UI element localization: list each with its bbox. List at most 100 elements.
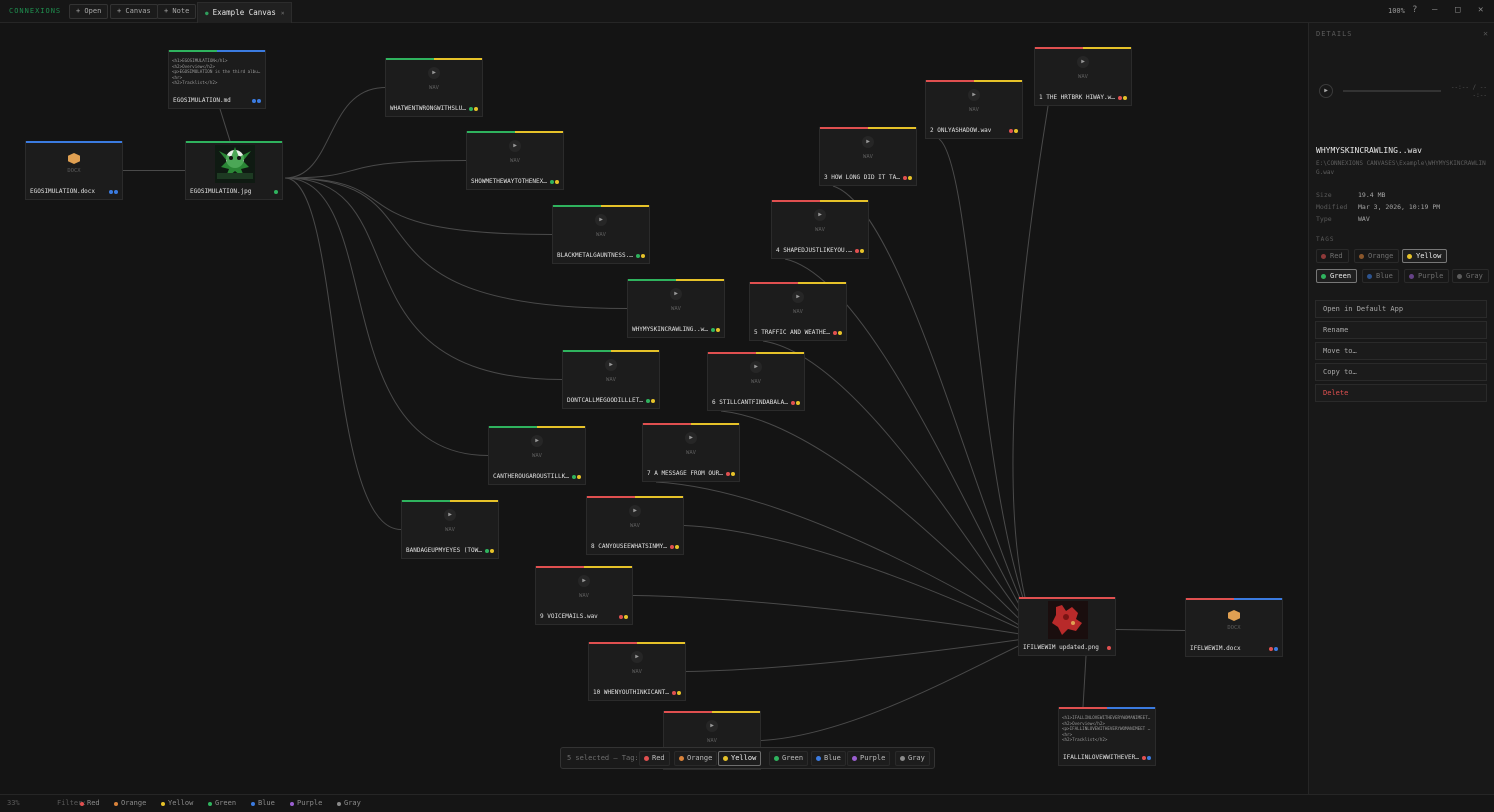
tag-dot-icon (619, 615, 623, 619)
size-label: Size (1316, 191, 1332, 199)
maximize-icon[interactable]: □ (1455, 5, 1461, 15)
node-filename: 4 SHAPEDJUSTLIKEYOU.w… (776, 247, 852, 254)
play-icon[interactable]: ▶ (968, 89, 980, 101)
copy-to-button[interactable]: Copy to… (1315, 363, 1487, 381)
tag-chip-green[interactable]: Green (769, 751, 809, 766)
connection-line (284, 177, 563, 380)
node-type: WAV (510, 158, 520, 164)
play-icon[interactable]: ▶ (509, 140, 521, 152)
filter-red[interactable]: Red (80, 799, 100, 807)
play-icon[interactable]: ▶ (444, 509, 456, 521)
canvas-node[interactable]: <h1>EGOSIMULATION</h1> <h2>Overview</h2>… (168, 50, 266, 109)
delete-button[interactable]: Delete (1315, 384, 1487, 402)
node-type: WAV (1078, 74, 1088, 80)
play-icon[interactable]: ▶ (814, 209, 826, 221)
seek-bar[interactable] (1343, 90, 1441, 92)
tag-chip-gray[interactable]: Gray (895, 751, 930, 766)
filter-gray[interactable]: Gray (337, 799, 361, 807)
details-tag-red[interactable]: Red (1316, 249, 1349, 263)
filter-blue[interactable]: Blue (251, 799, 275, 807)
new-note-button[interactable]: + Note (157, 4, 197, 19)
node-filename: 2 ONLYASHADOW.wav (930, 127, 992, 134)
play-icon[interactable]: ▶ (862, 136, 874, 148)
app-brand: CONNEXIONS (9, 7, 62, 15)
tag-chip-red[interactable]: Red (639, 751, 670, 766)
close-details-icon[interactable]: ✕ (1483, 29, 1488, 38)
zoom-level[interactable]: 100% (1388, 7, 1405, 15)
tag-chip-purple[interactable]: Purple (847, 751, 891, 766)
tag-chip-blue[interactable]: Blue (811, 751, 846, 766)
node-tag-bar (664, 711, 760, 713)
play-icon[interactable]: ▶ (750, 361, 762, 373)
filter-green[interactable]: Green (208, 799, 236, 807)
details-tag-orange[interactable]: Orange (1354, 249, 1400, 263)
minimize-icon[interactable]: — (1432, 5, 1438, 15)
canvas-node[interactable]: <h1>IFALLINLOVEWITHEVERYWOMANIMEET… <h2>… (1058, 707, 1156, 766)
rename-button[interactable]: Rename (1315, 321, 1487, 339)
play-icon[interactable]: ▶ (1077, 56, 1089, 68)
connection-line (720, 410, 1039, 638)
details-tag-purple[interactable]: Purple (1404, 269, 1450, 283)
help-icon[interactable]: ? (1412, 5, 1418, 15)
play-icon[interactable]: ▶ (531, 435, 543, 447)
details-tag-green[interactable]: Green (1316, 269, 1358, 283)
filter-yellow[interactable]: Yellow (161, 799, 193, 807)
filter-purple[interactable]: Purple (290, 799, 322, 807)
modified-value: Mar 3, 2026, 10:19 PM (1358, 203, 1441, 211)
play-icon[interactable]: ▶ (578, 575, 590, 587)
tag-dot-icon (675, 545, 679, 549)
filter-orange[interactable]: Orange (114, 799, 146, 807)
canvas-node[interactable]: IFILWEWIM updated.png (1018, 597, 1116, 656)
details-tag-yellow[interactable]: Yellow (1402, 249, 1448, 263)
new-canvas-button[interactable]: + Canvas (110, 4, 158, 19)
tab-close-icon[interactable]: × (280, 10, 285, 17)
details-panel: DETAILS ✕ ▶ --:-- / -- -:-- WHYMYSKINCRA… (1308, 23, 1494, 794)
open-button[interactable]: + Open (69, 4, 109, 19)
connection-line (784, 258, 1039, 638)
tab-example-canvas[interactable]: ●Example Canvas× (197, 2, 293, 23)
details-tag-blue[interactable]: Blue (1362, 269, 1399, 283)
details-tag-gray[interactable]: Gray (1452, 269, 1489, 283)
canvas[interactable]: <h1>EGOSIMULATION</h1> <h2>Overview</h2>… (0, 23, 1308, 794)
play-icon[interactable]: ▶ (605, 359, 617, 371)
canvas-node[interactable]: EGOSIMULATION.jpg (185, 141, 283, 200)
play-icon[interactable]: ▶ (670, 288, 682, 300)
play-icon[interactable]: ▶ (685, 432, 697, 444)
play-icon[interactable]: ▶ (706, 720, 718, 732)
move-to-button[interactable]: Move to… (1315, 342, 1487, 360)
tag-dot-icon (1142, 756, 1146, 760)
tag-chip-yellow[interactable]: Yellow (718, 751, 762, 766)
play-icon[interactable]: ▶ (428, 67, 440, 79)
play-icon[interactable]: ▶ (595, 214, 607, 226)
close-window-icon[interactable]: ✕ (1478, 5, 1484, 15)
play-icon[interactable]: ▶ (1319, 84, 1333, 98)
node-tag-dots (646, 399, 655, 403)
node-tag-dots (791, 401, 800, 405)
play-icon[interactable]: ▶ (792, 291, 804, 303)
play-icon[interactable]: ▶ (631, 651, 643, 663)
open-default-app-button[interactable]: Open in Default App (1315, 300, 1487, 318)
node-tag-bar (1019, 597, 1115, 599)
tag-chip-orange[interactable]: Orange (674, 751, 718, 766)
play-icon[interactable]: ▶ (629, 505, 641, 517)
tag-dot-icon (1274, 647, 1278, 651)
